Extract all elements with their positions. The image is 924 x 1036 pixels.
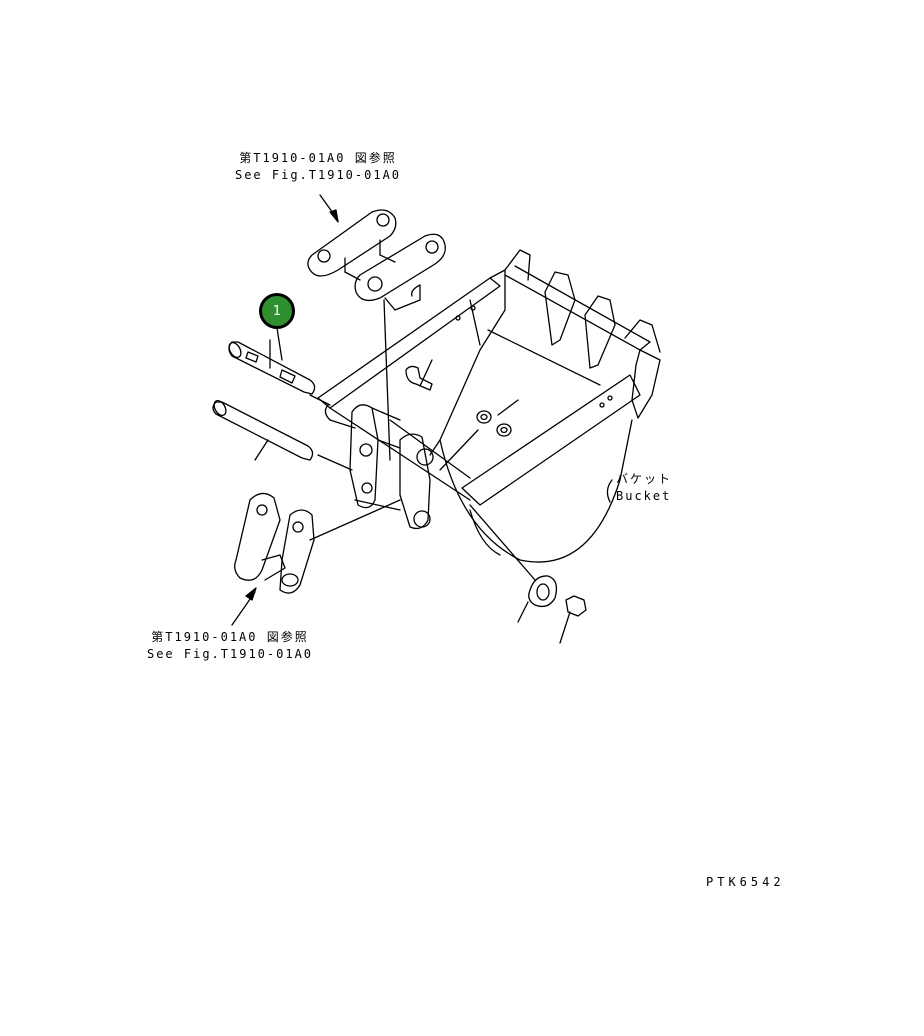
bottom-reference-label: 第T1910-01A0 図参照 See Fig.T1910-01A0 — [138, 629, 322, 663]
top-reference-en: See Fig.T1910-01A0 — [234, 168, 402, 182]
pin-upper — [228, 339, 316, 395]
top-reference-arrowhead — [329, 209, 339, 223]
bottom-link-part — [234, 492, 315, 594]
mounting-brackets — [324, 404, 434, 530]
bucket-label-en: Bucket — [616, 489, 672, 503]
fitting-part — [559, 595, 587, 644]
nut-washer-parts — [439, 399, 519, 471]
pin-alignment-lines — [309, 394, 401, 541]
bolt-part — [405, 359, 433, 391]
callout-bubble-1[interactable]: 1 — [259, 293, 295, 329]
bottom-reference-arrowhead — [245, 587, 257, 601]
hardware-leader-lines — [469, 504, 536, 581]
drawing-code: PTK6542 — [706, 875, 785, 889]
top-link-part — [307, 209, 446, 461]
top-reference-label: 第T1910-01A0 図参照 See Fig.T1910-01A0 — [226, 150, 410, 184]
bucket-leader-line — [606, 479, 613, 503]
bottom-reference-jp: 第T1910-01A0 図参照 — [151, 630, 309, 644]
bottom-reference-en: See Fig.T1910-01A0 — [146, 647, 314, 661]
callout-number: 1 — [272, 303, 282, 319]
pin-lower — [212, 399, 314, 461]
top-reference-jp: 第T1910-01A0 図参照 — [239, 151, 397, 165]
callout-leader-line — [276, 327, 283, 361]
bucket-body — [317, 249, 661, 563]
washer-part — [517, 575, 558, 623]
bucket-label-jp: バケット — [616, 472, 673, 486]
bucket-label: バケット Bucket — [616, 471, 672, 505]
